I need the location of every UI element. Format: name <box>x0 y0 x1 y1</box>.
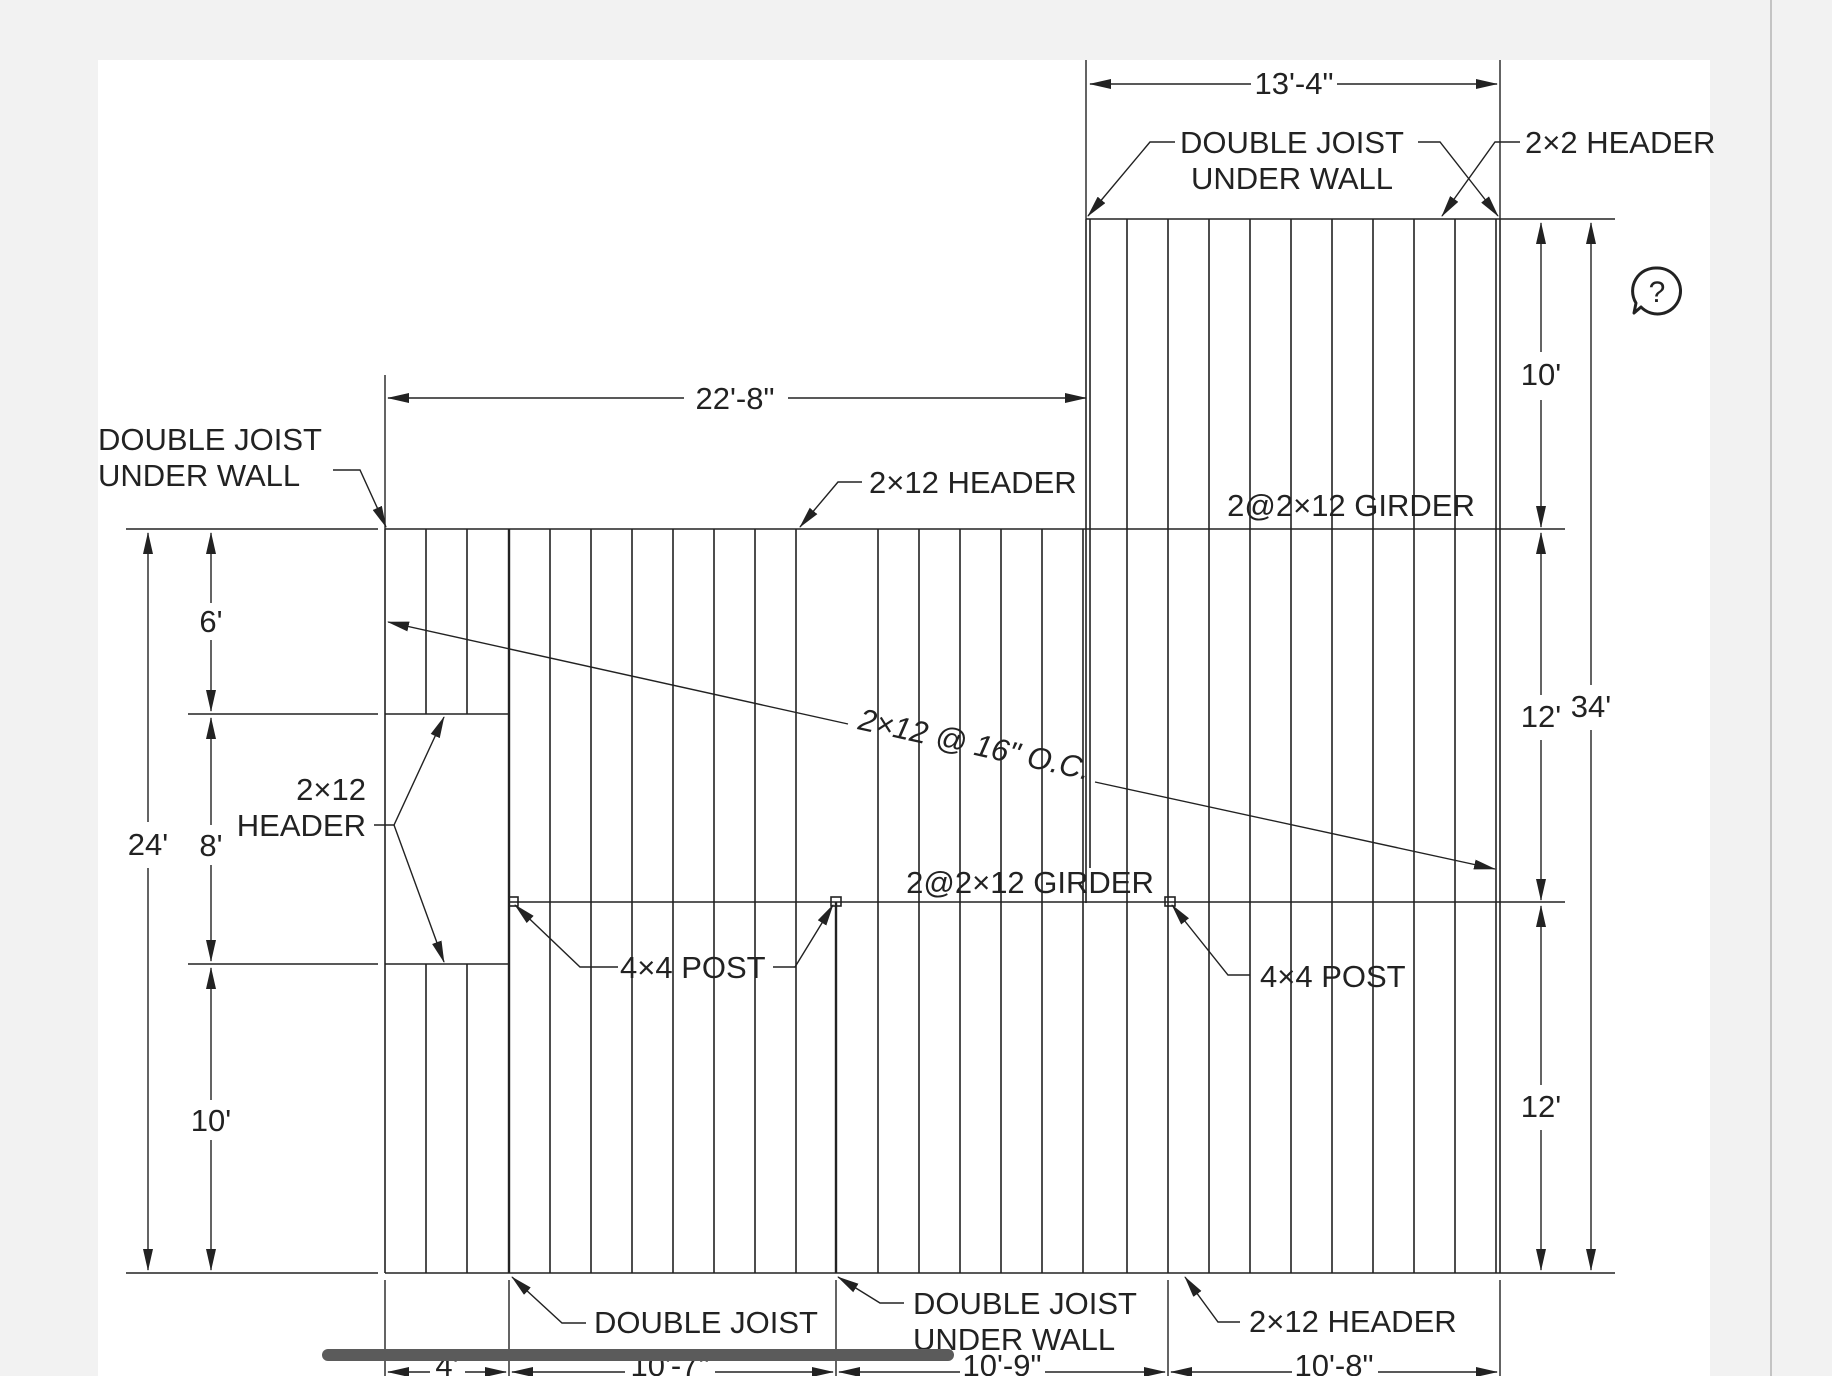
leader <box>773 904 834 968</box>
label-opening-header-2: HEADER <box>237 808 366 843</box>
dim-bottom-3: 10'-9" <box>963 1348 1042 1376</box>
leader <box>1441 141 1520 217</box>
leader <box>1184 1276 1240 1323</box>
label-double-joist-bottom-wall: DOUBLE JOIST <box>913 1286 1137 1321</box>
leader <box>387 621 849 725</box>
post-marker <box>508 896 519 907</box>
label-joist-spacing: 2×12 @ 16" O.C. <box>855 701 1094 787</box>
help-circle-icon: ? <box>1631 266 1682 316</box>
label-opening-header-1: 2×12 <box>296 772 366 807</box>
label-post-left: 4×4 POST <box>620 950 766 985</box>
label-double-joist-left: DOUBLE JOIST <box>98 422 322 457</box>
dim-bottom-4: 10'-8" <box>1295 1348 1374 1376</box>
horizontal-scrollbar[interactable] <box>322 1349 954 1361</box>
leader <box>1094 781 1496 870</box>
dimension-labels: 13'-4" 22'-8" 10' 12' 12' 34' 24' 6' 8' … <box>128 66 1611 1376</box>
help-glyph: ? <box>1649 276 1666 309</box>
label-girder-middle: 2@2×12 GIRDER <box>906 865 1154 900</box>
panel-divider <box>1770 0 1772 1376</box>
label-post-right: 4×4 POST <box>1260 959 1406 994</box>
label-under-wall-left: UNDER WALL <box>98 458 300 493</box>
dim-left-width: 22'-8" <box>696 381 775 416</box>
dim-right-middle: 12' <box>1521 699 1561 734</box>
leader <box>1087 141 1175 217</box>
callout-labels: DOUBLE JOIST UNDER WALL 2×2 HEADER DOUBL… <box>98 125 1715 1357</box>
leader <box>1171 904 1250 976</box>
dim-right-overall: 34' <box>1571 689 1611 724</box>
dim-left-overall: 24' <box>128 827 168 862</box>
joist-lines <box>425 219 1456 1273</box>
label-girder-top: 2@2×12 GIRDER <box>1227 488 1475 523</box>
dim-right-width: 13'-4" <box>1255 66 1334 101</box>
label-under-wall-top: UNDER WALL <box>1191 161 1393 196</box>
help-button[interactable]: ? <box>1628 262 1686 320</box>
dim-left-top: 6' <box>199 604 222 639</box>
dim-left-middle: 8' <box>199 828 222 863</box>
label-header-bottom: 2×12 HEADER <box>1249 1304 1457 1339</box>
leader <box>1418 141 1499 217</box>
dim-left-bottom: 10' <box>191 1103 231 1138</box>
label-double-joist-top: DOUBLE JOIST <box>1180 125 1404 160</box>
leader <box>837 1276 904 1304</box>
post-marker <box>1164 896 1176 907</box>
drawing-sheet <box>98 60 1710 1376</box>
leader <box>393 824 445 963</box>
dim-right-top: 10' <box>1521 357 1561 392</box>
leader <box>799 481 862 528</box>
label-header-top: 2×12 HEADER <box>869 465 1077 500</box>
leader <box>514 904 618 968</box>
label-double-joist-bottom: DOUBLE JOIST <box>594 1305 818 1340</box>
post-marker <box>830 896 842 907</box>
joists <box>384 218 1501 1274</box>
leader <box>511 1276 586 1324</box>
dim-right-bottom: 12' <box>1521 1089 1561 1124</box>
leader-lines <box>333 141 1520 1324</box>
label-header-top-right: 2×2 HEADER <box>1525 125 1715 160</box>
leader <box>333 469 387 528</box>
